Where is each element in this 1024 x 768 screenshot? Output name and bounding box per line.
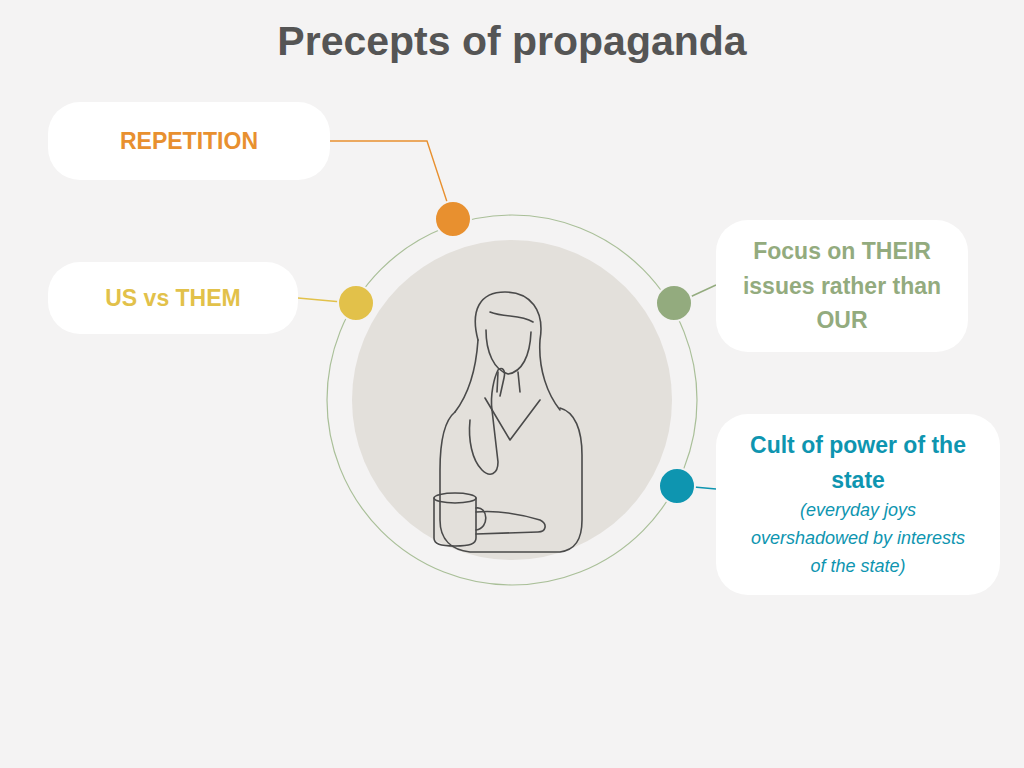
marker-dots [338,201,695,504]
leader-line [298,298,342,302]
precept-heading: Focus on THEIR issues rather than OUR [742,234,942,338]
leader-line [330,141,451,214]
precept-heading: Cult of power of the state [746,428,970,497]
marker-dot [338,285,374,321]
leader-lines [298,141,716,489]
precept-heading: REPETITION [120,124,258,159]
precept-heading: US vs THEM [105,281,240,316]
precept-box: REPETITION [48,102,330,180]
precept-box: Cult of power of the state(everyday joys… [716,414,1000,595]
woman-figure [434,292,582,552]
inner-disc [352,240,672,560]
diagram-title: Precepts of propaganda [0,18,1024,65]
precept-box: US vs THEM [48,262,298,334]
outer-ring [327,215,697,585]
precept-note: (everyday joys overshadowed by interests… [746,497,970,581]
leader-line [694,487,716,489]
precept-box: Focus on THEIR issues rather than OUR [716,220,968,352]
leader-line [690,285,716,297]
marker-dot [435,201,471,237]
marker-dot [659,468,695,504]
marker-dot [656,285,692,321]
